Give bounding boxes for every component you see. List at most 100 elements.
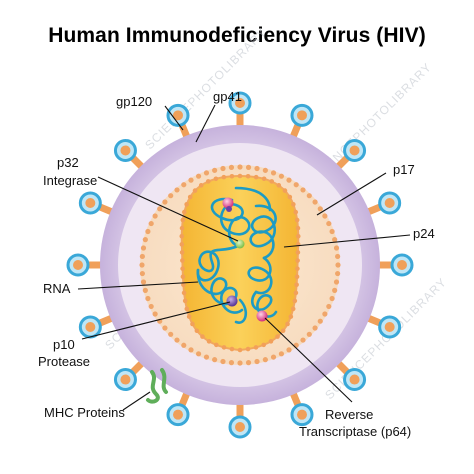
- spike-core: [173, 409, 184, 420]
- spike-core: [349, 374, 360, 385]
- capsid-dot: [295, 225, 301, 231]
- matrix-dot: [139, 262, 145, 268]
- capsid-dot: [237, 347, 243, 353]
- matrix-dot: [237, 360, 243, 366]
- matrix-dot: [212, 357, 218, 363]
- matrix-dot: [162, 325, 168, 331]
- label-transcriptase: Transcriptase (p64): [299, 424, 411, 439]
- matrix-dot: [306, 331, 312, 337]
- capsid-dot: [198, 183, 204, 188]
- label-p32: p32: [57, 155, 79, 170]
- capsid-dot: [269, 179, 275, 184]
- matrix-dot: [245, 164, 252, 170]
- spike-core: [85, 321, 96, 332]
- matrix-dot: [145, 295, 151, 302]
- capsid-dot: [221, 174, 227, 180]
- matrix-dot: [278, 173, 285, 179]
- spike-core: [235, 98, 245, 108]
- matrix-dot: [157, 206, 163, 212]
- matrix-dot: [142, 287, 148, 293]
- capsid-dot: [275, 334, 280, 339]
- capsid-dot: [295, 266, 300, 271]
- label-reverse: Reverse: [325, 407, 373, 422]
- protease-p10: [226, 295, 238, 307]
- capsid-dot: [276, 183, 282, 188]
- matrix-dot: [329, 228, 335, 235]
- label-p17: p17: [393, 162, 415, 177]
- capsid-dot: [213, 176, 219, 182]
- matrix-dot: [262, 357, 268, 363]
- matrix-dot: [262, 167, 268, 173]
- label-p24: p24: [413, 226, 435, 241]
- capsid-dot: [184, 306, 190, 312]
- capsid-dot: [295, 250, 301, 255]
- capsid-dot: [290, 306, 296, 312]
- matrix-dot: [174, 187, 180, 193]
- capsid-dot: [206, 339, 212, 344]
- capsid-dot: [186, 314, 192, 319]
- matrix-dot: [220, 358, 226, 365]
- matrix-dot: [332, 237, 338, 243]
- spike-core: [85, 198, 96, 209]
- matrix-dot: [322, 213, 328, 219]
- matrix-dot: [203, 170, 210, 176]
- protease-top: [226, 206, 232, 212]
- spike-core: [349, 145, 360, 156]
- capsid-dot: [180, 274, 186, 280]
- matrix-dot: [162, 199, 168, 205]
- capsid-dots: [179, 173, 301, 353]
- capsid-dot: [190, 321, 195, 327]
- matrix-dot: [300, 337, 306, 343]
- mhc-protein: [146, 368, 168, 404]
- label-gp41: gp41: [213, 89, 242, 104]
- matrix-dot: [152, 213, 158, 219]
- matrix-dot: [332, 287, 338, 293]
- matrix-dot: [329, 295, 335, 302]
- capsid-dot: [295, 233, 301, 239]
- integrase-p32: [235, 239, 245, 249]
- matrix-dot: [237, 164, 243, 170]
- capsid-dot: [295, 258, 300, 263]
- label-p10: p10: [53, 337, 75, 352]
- capsid-dot: [293, 209, 299, 215]
- capsid-dot: [179, 242, 185, 247]
- capsid-dot: [181, 209, 187, 215]
- label-protease: Protease: [38, 354, 90, 369]
- spike-core: [296, 409, 307, 420]
- matrix-dot: [188, 347, 194, 353]
- capsid-dot: [179, 233, 185, 239]
- capsid-dot: [180, 266, 185, 271]
- capsid-dot: [253, 174, 259, 180]
- matrix-dot: [181, 342, 187, 348]
- matrix-dot: [195, 173, 202, 179]
- matrix-dot: [212, 167, 218, 173]
- capsid-dot: [288, 314, 294, 319]
- spike-core: [120, 374, 131, 385]
- capsid-dot: [229, 173, 235, 179]
- capsid-dot: [294, 282, 299, 288]
- capsid-dot: [282, 188, 288, 193]
- capsid-dot: [182, 298, 188, 304]
- matrix-dot: [306, 193, 312, 199]
- matrix-dot: [220, 165, 226, 172]
- matrix-dot: [317, 206, 323, 212]
- matrix-dot: [326, 303, 332, 310]
- matrix-dot: [174, 337, 180, 343]
- spike-core: [173, 110, 184, 121]
- matrix-dot: [228, 164, 235, 170]
- p17-matrix-dots: [139, 164, 341, 366]
- matrix-dot: [333, 245, 340, 251]
- matrix-dot: [254, 358, 260, 365]
- capsid-dot: [181, 290, 187, 296]
- capsid-dot: [285, 321, 290, 327]
- reverse-transcriptase-p64: [256, 310, 268, 322]
- matrix-dot: [270, 170, 277, 176]
- capsid-dot: [229, 346, 235, 352]
- reverse-transcriptase-top: [222, 197, 234, 209]
- matrix-dot: [322, 311, 328, 317]
- capsid-dot: [221, 345, 227, 350]
- matrix-dot: [181, 182, 187, 188]
- spike-core: [120, 145, 131, 156]
- label-rna: RNA: [43, 281, 71, 296]
